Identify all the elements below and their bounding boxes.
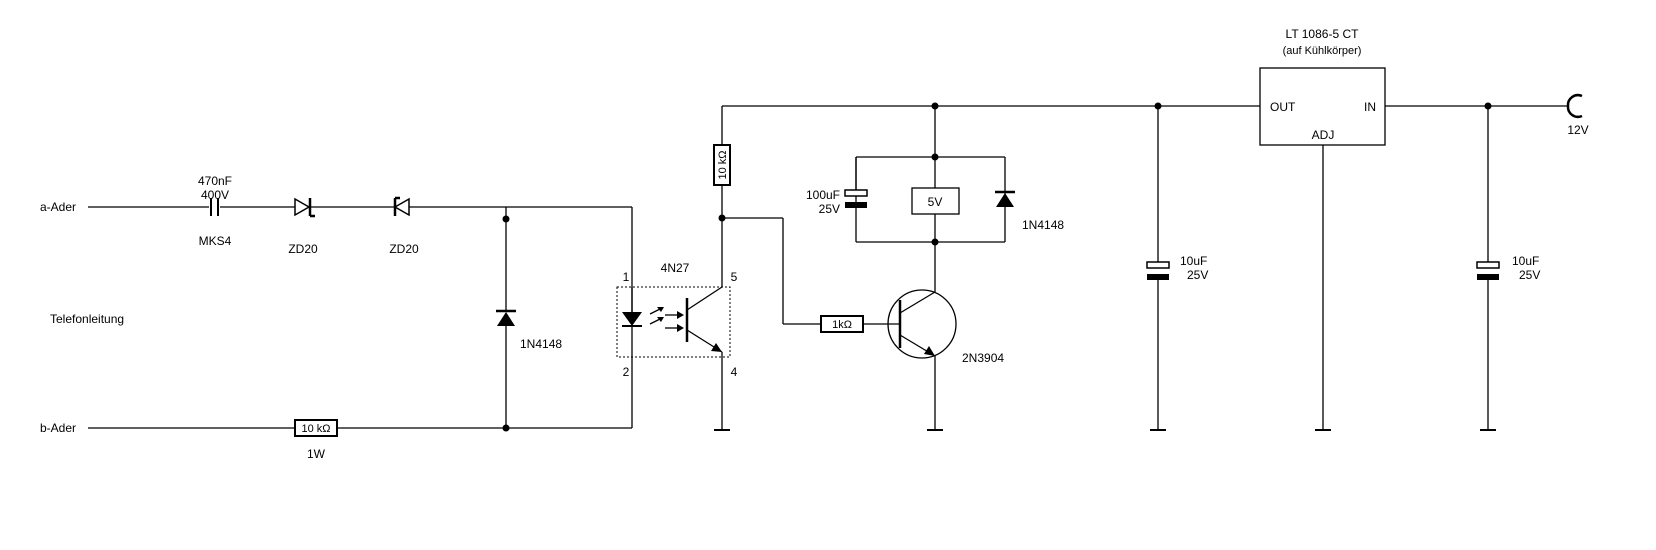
label-opto-pin4: 4 <box>731 365 738 379</box>
label-transistor: 2N3904 <box>962 351 1004 365</box>
label-reg-out: OUT <box>1270 100 1296 114</box>
capacitor-10uf-output <box>1146 106 1170 431</box>
label-regulator-title: LT 1086-5 CT <box>1286 27 1360 41</box>
label-cap-470-type: MKS4 <box>199 234 232 248</box>
junction-dot <box>502 215 510 223</box>
label-reg-in: IN <box>1364 100 1376 114</box>
junction-dot <box>1484 102 1492 110</box>
capacitor-10uf-input <box>1476 106 1500 431</box>
label-cap-100uf-voltage: 25V <box>819 202 840 216</box>
label-resistor-1k: 1kΩ <box>832 319 852 331</box>
label-input-12v: 12V <box>1567 123 1588 137</box>
zener-diode-1 <box>294 197 315 218</box>
b-ader-wire <box>88 364 633 437</box>
label-reg-adj: ADJ <box>1312 128 1335 142</box>
label-cap-470-voltage: 400V <box>201 188 229 202</box>
transistor-2n3904 <box>887 242 957 431</box>
junction-dot <box>1154 102 1162 110</box>
resistor-10k-pullup <box>713 106 731 218</box>
diode-1n4148-input <box>496 207 516 428</box>
label-cap-100uf-value: 100uF <box>806 188 840 202</box>
optocoupler-4n27 <box>616 286 731 364</box>
label-cap-10uf-b-value: 10uF <box>1512 254 1539 268</box>
capacitor-470nf <box>210 198 219 216</box>
base-wire <box>722 217 900 333</box>
label-cap-10uf-b-voltage: 25V <box>1519 268 1540 282</box>
label-cap-10uf-a-voltage: 25V <box>1187 268 1208 282</box>
junction-dot <box>931 102 939 110</box>
a-ader-wire <box>88 206 633 312</box>
label-diode-relay: 1N4148 <box>1022 218 1064 232</box>
label-zd1: ZD20 <box>288 242 318 256</box>
relay-block <box>844 106 1015 243</box>
label-resistor-10k-pullup: 10 kΩ <box>717 150 729 179</box>
label-b-ader: b-Ader <box>40 421 76 435</box>
label-opto-pin5: 5 <box>731 270 738 284</box>
label-zd2: ZD20 <box>389 242 419 256</box>
zener-diode-2 <box>393 196 410 217</box>
label-resistor-10k-b: 10 kΩ <box>301 423 330 435</box>
junction-dot <box>502 424 510 432</box>
label-telefonleitung: Telefonleitung <box>50 312 124 326</box>
label-cap-470-value: 470nF <box>198 174 232 188</box>
input-socket-12v <box>1566 93 1583 119</box>
opto-output-wires <box>714 218 730 431</box>
voltage-regulator <box>1259 67 1386 431</box>
label-opto-pin1: 1 <box>623 270 630 284</box>
junction-dot <box>931 238 939 246</box>
label-regulator-subtitle: (auf Kühlkörper) <box>1283 45 1362 57</box>
label-cap-10uf-a-value: 10uF <box>1180 254 1207 268</box>
junction-dot <box>931 153 939 161</box>
label-opto-pin2: 2 <box>623 365 630 379</box>
label-resistor-1w: 1W <box>307 447 326 461</box>
label-a-ader: a-Ader <box>40 200 76 214</box>
label-opto-name: 4N27 <box>661 261 690 275</box>
label-relay-5v: 5V <box>928 195 943 209</box>
label-diode-input: 1N4148 <box>520 337 562 351</box>
